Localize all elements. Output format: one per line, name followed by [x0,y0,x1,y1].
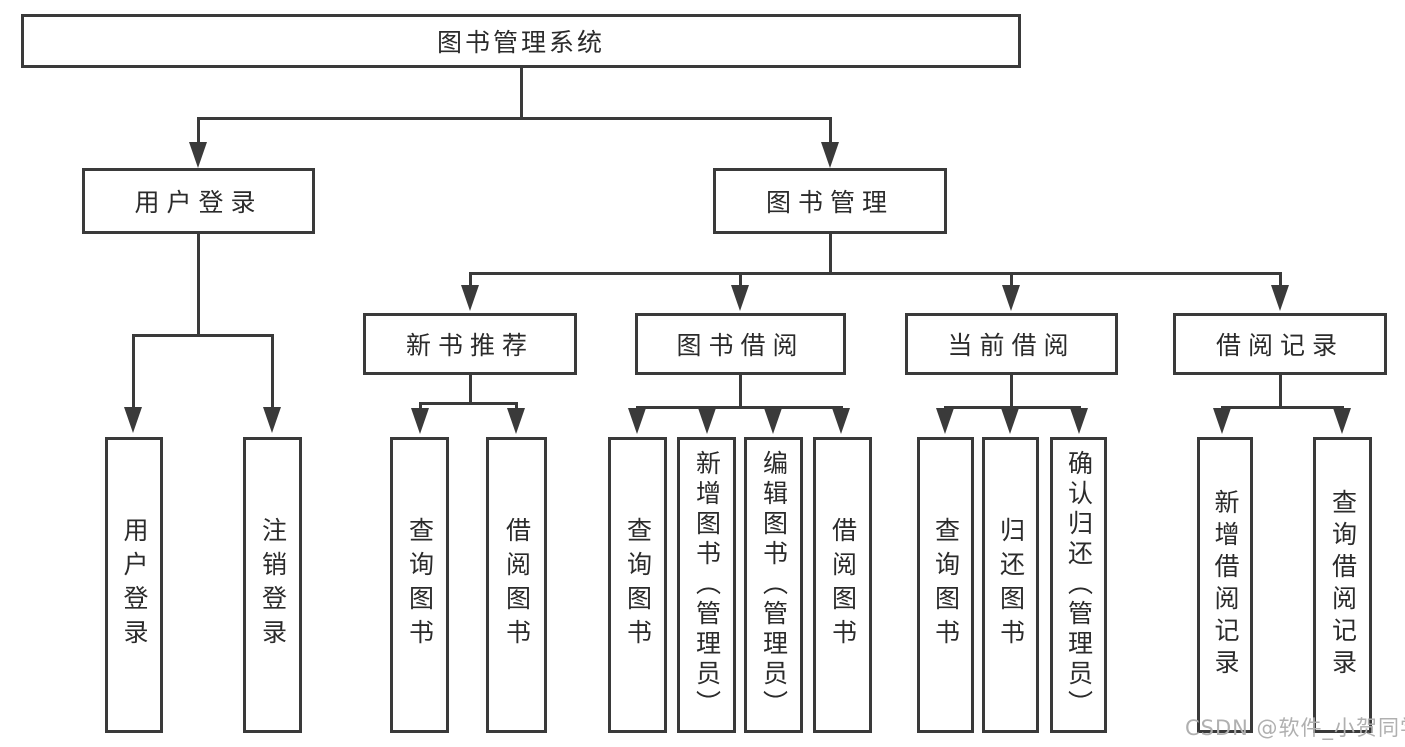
node-new-book-rec: 新书推荐 [363,313,577,375]
node-cb-query-books: 查询图书 [917,437,974,733]
connector-vline [738,375,742,409]
arrow-down-icon [731,285,749,311]
node-current-borrow: 当前借阅 [905,313,1118,375]
connector-vline [270,335,274,409]
connector-vline [196,118,200,144]
node-label: 新增借阅记录 [1211,489,1240,681]
node-bb-query-books: 查询图书 [608,437,667,733]
node-label: 借阅记录 [1215,331,1344,360]
node-bb-add-books: 新增图书（管理员） [677,437,736,733]
node-label: 查询图书 [623,517,653,653]
arrow-down-icon [507,408,525,434]
connector-vline [468,273,472,287]
node-label: 用户登录 [120,517,149,653]
connector-hline [635,405,843,409]
node-label: 查询借阅记录 [1328,489,1358,681]
node-label: 图书借阅 [676,331,805,360]
arrow-down-icon [411,408,429,434]
arrow-down-icon [124,407,142,433]
connector-vline [514,403,518,410]
node-system: 图书管理系统 [21,14,1021,68]
node-cb-confirm-return: 确认归还（管理员） [1050,437,1107,733]
node-user-login: 用户登录 [82,168,315,234]
connector-vline [1009,273,1013,287]
connector-hline [196,116,832,120]
node-br-add-record: 新增借阅记录 [1197,437,1253,733]
node-borrow-records: 借阅记录 [1173,313,1387,375]
node-label: 借阅图书 [502,517,532,653]
node-book-mgmt: 图书管理 [713,168,947,234]
arrow-down-icon [821,142,839,168]
node-label: 用户登录 [134,188,263,217]
node-bb-borrow-books: 借阅图书 [813,437,872,733]
connector-vline [1009,375,1013,409]
arrow-down-icon [628,408,646,434]
node-label: 查询图书 [931,517,961,653]
connector-hline [468,271,1282,275]
arrow-down-icon [1070,408,1088,434]
arrow-down-icon [764,408,782,434]
arrow-down-icon [461,285,479,311]
arrow-down-icon [189,142,207,168]
connector-hline [1220,405,1344,409]
connector-vline [519,68,523,120]
node-label: 新增图书（管理员） [692,450,722,720]
arrow-down-icon [936,408,954,434]
connector-vline [828,234,832,275]
node-br-query-record: 查询借阅记录 [1313,437,1372,733]
node-label: 编辑图书（管理员） [759,450,789,720]
node-user-login-action: 用户登录 [105,437,163,733]
node-book-borrow: 图书借阅 [635,313,846,375]
node-nbr-borrow-books: 借阅图书 [486,437,547,733]
arrow-down-icon [832,408,850,434]
node-label: 查询图书 [405,517,435,653]
connector-hline [418,401,518,405]
node-nbr-query-books: 查询图书 [390,437,449,733]
node-label: 归还图书 [996,517,1026,653]
node-logout: 注销登录 [243,437,302,733]
connector-vline [828,118,832,144]
arrow-down-icon [1271,285,1289,311]
arrow-down-icon [698,408,716,434]
node-label: 图书管理系统 [436,28,605,57]
connector-vline [1278,375,1282,409]
connector-vline [131,335,135,409]
arrow-down-icon [263,407,281,433]
arrow-down-icon [1002,285,1020,311]
connector-vline [738,273,742,287]
arrow-down-icon [1333,408,1351,434]
arrow-down-icon [1213,408,1231,434]
connector-vline [1278,273,1282,287]
node-label: 当前借阅 [947,331,1076,360]
connector-vline [468,375,472,405]
node-cb-return-books: 归还图书 [982,437,1039,733]
arrow-down-icon [1001,408,1019,434]
csdn-watermark: CSDN @软件_小贺同学 [1185,716,1405,740]
node-label: 确认归还（管理员） [1064,450,1094,720]
node-bb-edit-books: 编辑图书（管理员） [744,437,803,733]
node-label: 借阅图书 [828,517,858,653]
connector-vline [196,234,200,337]
connector-vline [418,403,422,410]
node-label: 新书推荐 [405,331,534,360]
connector-hline [131,333,274,337]
node-label: 注销登录 [258,517,288,653]
node-label: 图书管理 [765,188,894,217]
connector-hline [943,405,1081,409]
